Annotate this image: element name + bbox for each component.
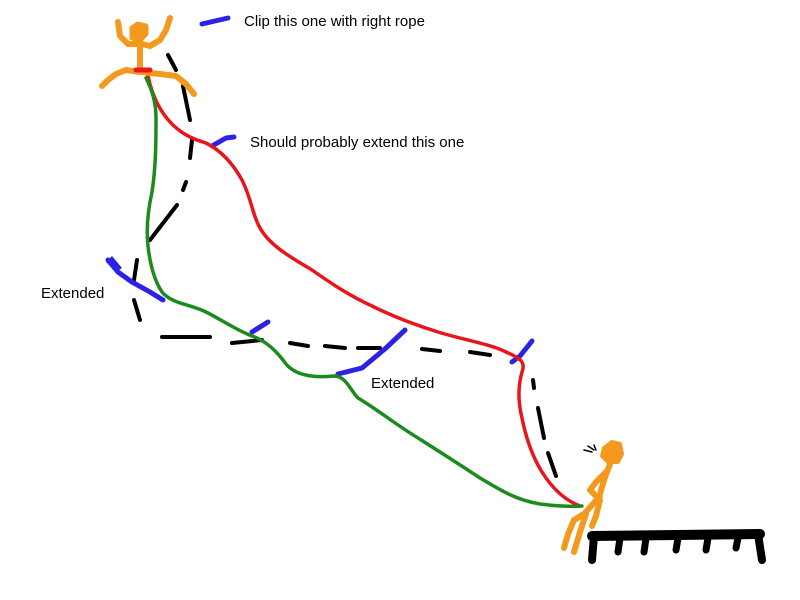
ground-leg-3	[672, 534, 682, 554]
left-rope	[144, 76, 584, 509]
climber-right-leg	[139, 69, 197, 97]
right-rope	[146, 74, 582, 508]
climber-figure	[99, 15, 197, 97]
quickdraw-left-tip	[106, 256, 122, 272]
quickdraw-middle	[335, 327, 408, 377]
quickdraw-right	[509, 338, 535, 365]
ground-leg-5	[732, 534, 742, 552]
annotation-extend-this-one: Should probably extend this one	[250, 134, 465, 151]
belayer-speech-marks	[583, 444, 597, 453]
ground-leg-2	[640, 534, 650, 556]
belayer-torso	[597, 461, 613, 497]
ground-right-post	[754, 530, 766, 564]
belayer-arm	[587, 469, 609, 501]
quickdraws	[105, 15, 535, 377]
quickdraw-top	[199, 15, 231, 27]
belayer-figure	[561, 440, 624, 555]
ground-leg-4	[702, 534, 712, 554]
belayer-lower-leg-b	[571, 511, 589, 555]
annotation-extended-left: Extended	[41, 285, 105, 302]
climber-right-arm	[139, 15, 173, 49]
annotation-clip-right-rope: Clip this one with right rope	[244, 13, 425, 30]
climber-head	[129, 21, 149, 43]
ground-left-post	[588, 532, 598, 564]
annotation-extended-middle: Extended	[371, 375, 435, 392]
belayer-lower-leg-a	[561, 517, 577, 551]
ground-leg-1	[614, 534, 624, 556]
ground-platform	[587, 529, 766, 564]
route-line	[132, 53, 558, 478]
quickdraw-upper	[209, 134, 237, 149]
belayer-back-leg	[589, 497, 603, 529]
quickdraw-middle-left	[249, 319, 271, 335]
belayer-head	[600, 440, 624, 464]
climber-left-leg	[99, 67, 143, 89]
climber-left-arm	[115, 19, 141, 47]
